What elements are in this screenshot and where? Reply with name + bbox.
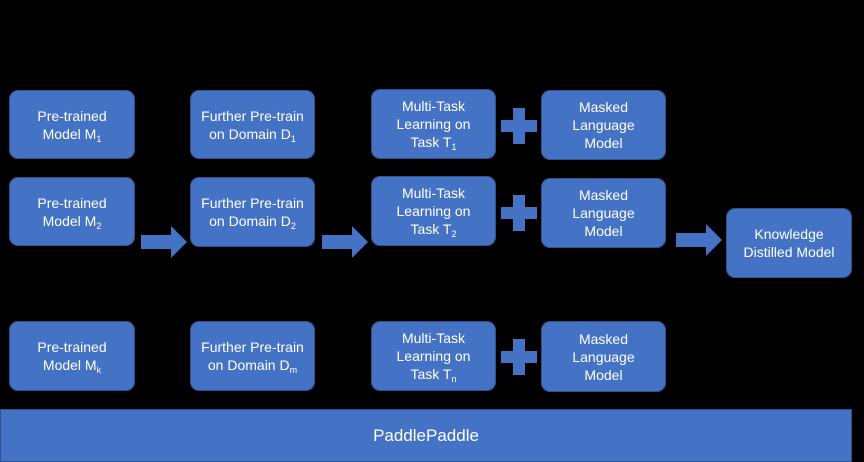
multitask-n-box: Multi-Task Learning on Task Tn bbox=[371, 321, 496, 391]
multitask-n-line2: Learning on bbox=[396, 348, 471, 364]
multitask-1-line2: Learning on bbox=[396, 116, 471, 132]
arrow-right-icon-1 bbox=[141, 226, 187, 258]
multitask-1-line1: Multi-Task bbox=[401, 98, 465, 114]
further-pretrain-2-line2: on Domain D2 bbox=[209, 213, 296, 231]
footer-label: PaddlePaddle bbox=[373, 425, 479, 445]
masked-lm-3-box: Masked Language Model bbox=[541, 321, 666, 392]
distilled-line2: Distilled Model bbox=[743, 244, 835, 260]
pretrained-model-k-line2: Model Mk bbox=[42, 357, 102, 375]
further-pretrain-m-line1: Further Pre-train bbox=[201, 339, 304, 355]
pretrained-model-k-box: Pre-trained Model Mk bbox=[9, 321, 135, 391]
multitask-n-line3: Task Tn bbox=[410, 366, 457, 384]
plus-icon-2 bbox=[501, 195, 537, 231]
multitask-2-box: Multi-Task Learning on Task T2 bbox=[371, 176, 496, 246]
further-pretrain-1-line2: on Domain D1 bbox=[209, 125, 296, 144]
plus-icon-3 bbox=[501, 339, 537, 375]
multitask-1-line3: Task T1 bbox=[410, 134, 457, 152]
pretrained-model-k-line1: Pre-trained bbox=[37, 339, 107, 355]
arrow-right-icon-3 bbox=[676, 224, 722, 256]
further-pretrain-m-box: Further Pre-train on Domain Dm bbox=[190, 321, 315, 391]
pretrained-model-1-line2: Model M1 bbox=[42, 125, 102, 144]
paddlepaddle-footer-bar: PaddlePaddle bbox=[0, 409, 852, 462]
multitask-n-line1: Multi-Task bbox=[401, 330, 465, 346]
further-pretrain-2-box: Further Pre-train on Domain D2 bbox=[190, 177, 315, 247]
masked-lm-1-box: Masked Language Model bbox=[541, 90, 666, 160]
distilled-line1: Knowledge bbox=[754, 226, 824, 242]
arrow-right-icon-2 bbox=[322, 226, 368, 258]
knowledge-distilled-model-box: Knowledge Distilled Model bbox=[726, 208, 852, 278]
pretrained-model-1-box: Pre-trained Model M1 bbox=[9, 90, 135, 159]
further-pretrain-2-line1: Further Pre-train bbox=[201, 195, 304, 211]
masked-lm-1-line3: Model bbox=[584, 135, 623, 151]
multitask-2-line3: Task T2 bbox=[410, 221, 457, 239]
multitask-1-box: Multi-Task Learning on Task T1 bbox=[371, 89, 496, 159]
masked-lm-2-line1: Masked bbox=[578, 187, 629, 203]
pretrained-model-2-box: Pre-trained Model M2 bbox=[9, 177, 135, 246]
pretrained-model-1-line1: Pre-trained bbox=[37, 107, 107, 124]
masked-lm-2-box: Masked Language Model bbox=[541, 178, 666, 248]
plus-icon-1 bbox=[501, 108, 537, 144]
pretrained-model-2-line1: Pre-trained bbox=[37, 194, 107, 211]
pretrained-model-2-line2: Model M2 bbox=[42, 212, 102, 231]
masked-lm-1-line2: Language bbox=[572, 117, 635, 133]
multitask-2-line2: Learning on bbox=[396, 203, 471, 219]
masked-lm-3-line3: Model bbox=[584, 366, 623, 383]
masked-lm-2-line2: Language bbox=[572, 205, 635, 221]
masked-lm-1-line1: Masked bbox=[578, 99, 629, 115]
masked-lm-3-line1: Masked bbox=[578, 330, 629, 347]
further-pretrain-m-line2: on Domain Dm bbox=[207, 357, 298, 375]
multitask-2-line1: Multi-Task bbox=[401, 185, 465, 201]
masked-lm-2-line3: Model bbox=[584, 223, 623, 239]
further-pretrain-1-line1: Further Pre-train bbox=[201, 107, 304, 124]
masked-lm-3-line2: Language bbox=[572, 348, 635, 365]
further-pretrain-1-box: Further Pre-train on Domain D1 bbox=[190, 90, 315, 159]
